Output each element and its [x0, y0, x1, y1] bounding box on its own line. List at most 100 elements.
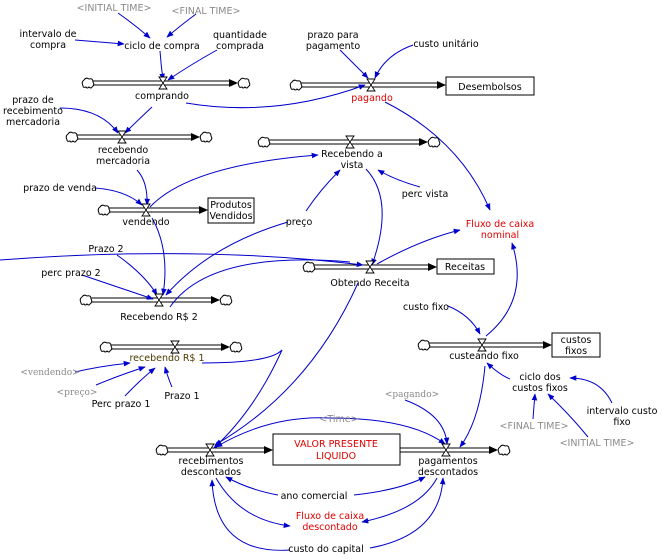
var-perc-vista[interactable]: perc vista — [402, 189, 449, 200]
var-perc-prazo-1[interactable]: Perc prazo 1 — [92, 399, 151, 410]
link-vendendo-recebendo-rs1 — [74, 360, 131, 373]
valve-icon[interactable] — [158, 76, 168, 90]
shadow-initial-time-top[interactable]: <INITIAL TIME> — [77, 3, 152, 14]
var-prazo-receb-1[interactable]: prazo de — [12, 95, 54, 106]
link-vendendo-recebendo-rs2 — [151, 217, 167, 296]
link-obtendo-recebendo-rs2 — [169, 259, 351, 308]
stock-receitas[interactable]: Receitas — [436, 258, 495, 275]
var-perc-prazo-2[interactable]: perc prazo 2 — [41, 268, 100, 279]
shadow-final-time-top[interactable]: <FINAL TIME> — [172, 6, 241, 17]
var-prazo-1[interactable]: Prazo 1 — [164, 391, 199, 402]
shadow-pagando[interactable]: <pagando> — [385, 390, 439, 400]
cloud-icon — [427, 136, 441, 148]
flow-arrowhead-icon — [489, 446, 498, 454]
shadow-vendendo[interactable]: <vendendo> — [20, 368, 79, 378]
cloud-icon — [199, 131, 213, 143]
flow-recebimentos-descontados-2[interactable]: descontados — [181, 467, 241, 478]
stock-custos-fixos[interactable]: custos fixos — [551, 332, 601, 358]
var-intervalo-custo-fixo-2[interactable]: fixo — [613, 417, 630, 428]
shadow-time[interactable]: <Time> — [319, 414, 358, 425]
link-initial-time-ciclo-dos — [547, 393, 589, 438]
var-fluxo-caixa-desc-2[interactable]: descontado — [302, 522, 357, 533]
var-fluxo-caixa-desc-1[interactable]: Fluxo de caixa — [296, 511, 364, 522]
flow-pagamentos-descontados-2[interactable]: descontados — [418, 467, 478, 478]
var-ciclo-de-compra[interactable]: ciclo de compra — [124, 41, 200, 52]
flow-vendendo[interactable]: vendendo — [122, 217, 169, 228]
valve-icon[interactable] — [117, 130, 127, 144]
stock-label-line1: VALOR PRESENTE — [294, 439, 378, 450]
link-intervalo-cf-ciclo-dos — [569, 375, 613, 404]
var-prazo-para-pagamento-2[interactable]: pagamento — [306, 41, 361, 52]
var-intervalo-de-compra-1[interactable]: intervalo de — [20, 29, 77, 40]
valve-icon[interactable] — [205, 443, 215, 457]
flow-recebendo-rs1[interactable]: recebendo R$ 1 — [129, 353, 204, 364]
flow-arrowhead-icon — [229, 79, 238, 87]
var-custo-unitario[interactable]: custo unitário — [413, 39, 479, 50]
var-fluxo-caixa-nominal-2[interactable]: nominal — [481, 230, 519, 241]
stock-label-line1: Produtos — [210, 200, 252, 211]
var-ano-comercial[interactable]: ano comercial — [281, 491, 348, 502]
flow-recebendo-a-vista-2[interactable]: vista — [341, 160, 364, 171]
var-prazo-para-pagamento-1[interactable]: prazo para — [307, 30, 358, 41]
shadow-initial-time-bottom[interactable]: <INITIAL TIME> — [560, 438, 635, 449]
shadow-final-time-bottom[interactable]: <FINAL TIME> — [500, 421, 569, 432]
var-intervalo-de-compra-2[interactable]: compra — [30, 40, 66, 51]
cloud-icon — [497, 444, 511, 456]
cloud-icon — [229, 341, 243, 353]
var-custo-fixo[interactable]: custo fixo — [403, 302, 449, 313]
var-custo-do-capital[interactable]: custo do capital — [288, 544, 364, 555]
flow-custeando-fixo[interactable]: custeando fixo — [449, 351, 519, 362]
link-prazo-venda-vendendo — [94, 187, 143, 206]
link-intervalo-ciclo — [74, 39, 125, 47]
flow-comprando[interactable]: comprando — [135, 91, 189, 102]
link-recebimentos-fluxo-desc — [215, 477, 291, 529]
link-perc-prazo2-recebendo-rs2 — [81, 274, 154, 300]
valve-icon[interactable] — [170, 340, 180, 354]
flow-pagamentos-descontados-1[interactable]: pagamentos — [418, 456, 477, 467]
var-intervalo-custo-fixo-1[interactable]: intervalo custo — [587, 406, 658, 417]
valve-icon[interactable] — [366, 78, 376, 92]
flow-arrowhead-icon — [428, 263, 437, 271]
stock-produtos-vendidos[interactable]: Produtos Vendidos — [207, 197, 255, 224]
valve-icon[interactable] — [441, 443, 451, 457]
valve-icon[interactable] — [141, 203, 151, 217]
flow-obtendo-receita[interactable]: Obtendo Receita — [330, 278, 409, 289]
shadow-preco[interactable]: <preço> — [57, 388, 98, 398]
flow-recebendo-rs2[interactable]: Recebendo R$ 2 — [120, 312, 198, 323]
flow-arrowhead-icon — [221, 343, 230, 351]
link-time-recebimentos — [215, 417, 331, 448]
flow-pagando[interactable]: pagando — [351, 93, 393, 104]
link-custo-unit-pagando — [374, 44, 414, 79]
cloud-icon — [219, 294, 233, 306]
stock-valor-presente-liquido[interactable]: VALOR PRESENTE LIQUIDO — [272, 433, 401, 466]
cloud-icon — [65, 131, 79, 143]
var-ciclo-dos-custos-2[interactable]: custos fixos — [512, 383, 568, 394]
var-prazo-receb-3[interactable]: mercadoria — [6, 117, 60, 128]
link-comprando-recebendo-merc — [124, 106, 153, 134]
link-prazo2-recebendo-rs2 — [116, 254, 158, 296]
link-preco-recebendo-rs1 — [95, 366, 146, 386]
link-obtendo-fluxo-nominal — [376, 228, 461, 265]
var-fluxo-caixa-nominal-1[interactable]: Fluxo de caixa — [466, 219, 534, 230]
valve-icon[interactable] — [477, 338, 487, 352]
flow-recebendo-a-vista-1[interactable]: Recebendo a — [321, 149, 383, 160]
var-preco[interactable]: preço — [286, 217, 313, 228]
valve-icon[interactable] — [154, 293, 164, 307]
cloud-icon — [97, 204, 111, 216]
var-prazo-receb-2[interactable]: recebimento — [3, 106, 63, 117]
var-prazo-2[interactable]: Prazo 2 — [88, 244, 123, 255]
link-custeando-fluxo-nominal — [485, 242, 518, 337]
flow-recebimentos-descontados-1[interactable]: recebimentos — [179, 456, 244, 467]
link-recebendo-merc-vendendo — [136, 169, 151, 206]
valve-icon[interactable] — [345, 135, 355, 149]
var-quantidade-comprada-1[interactable]: quantidade — [213, 30, 267, 41]
var-quantidade-comprada-2[interactable]: comprada — [216, 41, 264, 52]
var-prazo-de-venda[interactable]: prazo de venda — [23, 183, 97, 194]
valve-icon[interactable] — [365, 260, 375, 274]
stock-desembolsos[interactable]: Desembolsos — [445, 76, 535, 96]
var-ciclo-dos-custos-1[interactable]: ciclo dos — [519, 372, 560, 383]
link-ano-recebimentos — [225, 476, 279, 496]
flow-recebendo-mercadoria-1[interactable]: recebendo — [98, 145, 149, 156]
flow-recebendo-mercadoria-2[interactable]: mercadoria — [96, 156, 150, 167]
